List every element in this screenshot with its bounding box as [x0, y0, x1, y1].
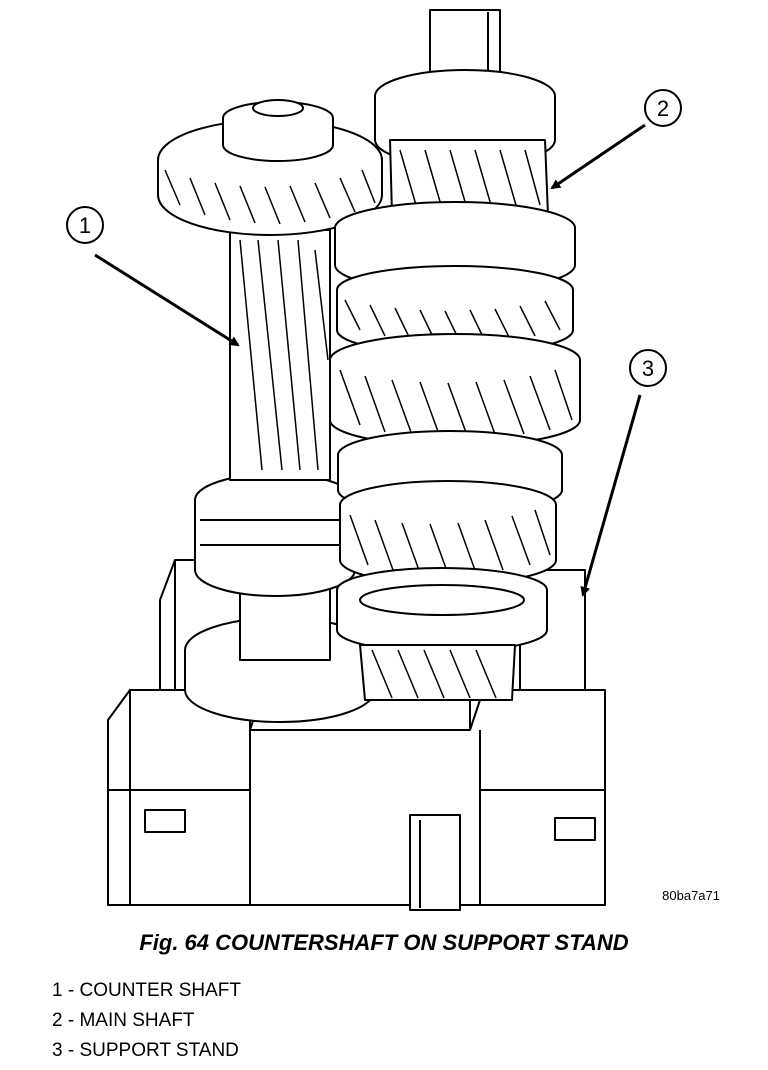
legend-list: 1 - COUNTER SHAFT 2 - MAIN SHAFT 3 - SUP… [52, 976, 241, 1066]
callout-3-circle [629, 349, 667, 387]
callout-1-circle [66, 206, 104, 244]
legend-text: SUPPORT STAND [79, 1040, 239, 1061]
legend-item: 1 - COUNTER SHAFT [52, 980, 241, 1001]
legend-text: COUNTER SHAFT [79, 980, 241, 1001]
legend-number: 3 [52, 1040, 63, 1061]
callout-2-arrow [550, 123, 646, 190]
legend-item: 3 - SUPPORT STAND [52, 1040, 239, 1061]
callout-2-label: 2 [657, 96, 669, 121]
callout-3-arrow [580, 394, 642, 597]
legend-item: 2 - MAIN SHAFT [52, 1010, 195, 1031]
countershaft-illustration: 1 2 3 [66, 9, 682, 911]
image-code: 80ba7a71 [662, 888, 720, 903]
callout-3-label: 3 [642, 356, 654, 381]
legend-number: 1 [52, 980, 63, 1001]
main-shaft [329, 9, 581, 701]
figure-caption: Fig. 64 COUNTERSHAFT ON SUPPORT STAND [139, 930, 629, 955]
callout-2-circle [644, 89, 682, 127]
legend-number: 2 [52, 1010, 63, 1031]
legend-text: MAIN SHAFT [79, 1010, 195, 1031]
callout-1-label: 1 [79, 213, 91, 238]
counter-shaft [157, 99, 383, 723]
callout-1-arrow [94, 253, 240, 347]
